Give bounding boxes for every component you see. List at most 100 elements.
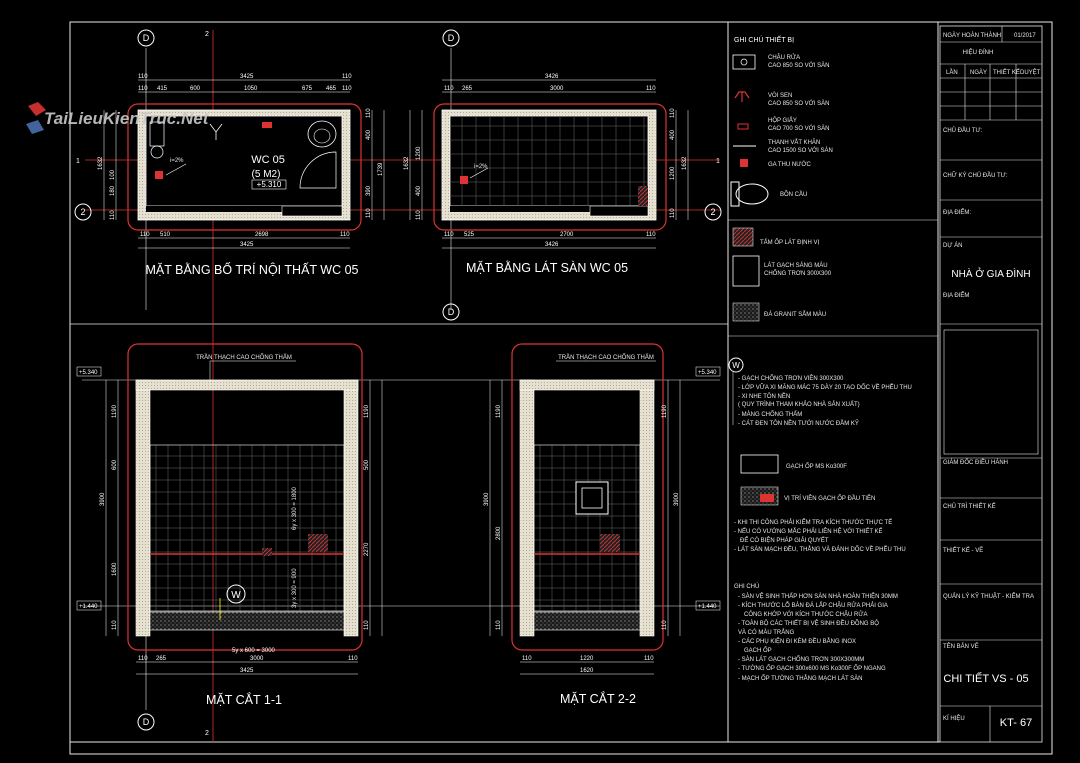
svg-text:1190: 1190 <box>112 404 118 418</box>
level-markers: +5.340 +1.440 <box>695 366 721 611</box>
svg-text:CHỮ KÝ CHỦ ĐẦU TƯ:: CHỮ KÝ CHỦ ĐẦU TƯ: <box>943 172 1008 179</box>
granite-icon <box>732 302 760 322</box>
axis-label-2-bottom: 2 <box>205 730 209 737</box>
shower-symbol <box>209 123 223 140</box>
svg-text:265: 265 <box>156 656 167 662</box>
bottom-dimensions: 110 265 3000 110 5y x 600 = 3000 3425 <box>136 648 358 675</box>
section-2-2: TRẦN THẠCH CAO CHỐNG THẤM +5.340 +1.440 … <box>484 343 721 706</box>
svg-text:3900: 3900 <box>674 492 680 506</box>
legend-wall-tile: GẠCH ỐP MS Ko300F <box>740 454 847 474</box>
svg-text:100: 100 <box>110 169 116 180</box>
svg-text:D: D <box>448 33 455 43</box>
svg-text:CHẬU RỬA: CHẬU RỬA <box>768 54 800 61</box>
axis-label-2-top: 2 <box>205 31 209 38</box>
svg-text:1190: 1190 <box>496 404 502 418</box>
svg-text:415: 415 <box>157 86 168 92</box>
svg-text:2700: 2700 <box>560 232 574 238</box>
axis-bubble-d-2: D <box>442 29 460 47</box>
right-dimensions: 1190 3900 110 <box>662 380 681 636</box>
svg-text:GIÁM ĐỐC ĐIỀU HÀNH: GIÁM ĐỐC ĐIỀU HÀNH <box>943 459 1008 466</box>
left-dimensions: 1632 1200 400 110 <box>404 110 423 220</box>
svg-text:1632: 1632 <box>98 156 104 170</box>
svg-text:600: 600 <box>190 86 201 92</box>
svg-text:- NẾU CÓ VƯỚNG MẮC PHẢI LIÊN H: - NẾU CÓ VƯỚNG MẮC PHẢI LIÊN HỆ VỚI THIẾ… <box>734 527 883 535</box>
svg-text:DUYỆT: DUYỆT <box>1020 68 1041 76</box>
top-dimensions: 110 415 600 1050 675 465 110 3425 110 11… <box>138 74 352 93</box>
svg-text:ĐÁ GRANIT SẪM MÀU: ĐÁ GRANIT SẪM MÀU <box>764 311 826 318</box>
tile-grid-icon <box>732 255 760 287</box>
svg-text:- SÀN LÁT GẠCH CHỐNG TRƠN 300X: - SÀN LÁT GẠCH CHỐNG TRƠN 300X300MM <box>738 656 864 663</box>
svg-text:+1.440: +1.440 <box>79 604 98 610</box>
svg-text:D: D <box>143 33 150 43</box>
floor-drain-symbol <box>155 171 163 179</box>
svg-text:3000: 3000 <box>550 86 564 92</box>
watermark-logo: TaiLieuKienTruc.Net <box>26 102 210 134</box>
bottom-dimensions: 110 525 2700 110 3426 <box>442 232 656 249</box>
room-name: WC 05 <box>251 154 285 166</box>
svg-text:- TƯỜNG ỐP GẠCH 300x600 MS Ko3: - TƯỜNG ỐP GẠCH 300x600 MS Ko300F ỐP NGA… <box>738 665 886 672</box>
legend-item-towel-bar: THANH VẮT KHĂN CAO 1500 SO VỚI SÀN <box>733 138 833 154</box>
project-name: NHÀ Ở GIA ĐÌNH <box>951 267 1030 280</box>
svg-text:+5.340: +5.340 <box>698 370 717 376</box>
section-1-1: 6y x 300 = 1800 3y x 300 = 900 W TRẦN TH… <box>76 343 383 707</box>
svg-text:ĐỂ CÓ BIỆN PHÁP GIẢI QUYẾT: ĐỂ CÓ BIỆN PHÁP GIẢI QUYẾT <box>740 536 829 544</box>
svg-text:110: 110 <box>110 210 116 220</box>
svg-text:THANH VẮT KHĂN: THANH VẮT KHĂN <box>768 138 820 146</box>
floor-drain-icon <box>740 159 748 167</box>
room-area: (5 M2) <box>252 169 281 180</box>
svg-text:CHỐNG TRƠN 300X300: CHỐNG TRƠN 300X300 <box>764 270 832 277</box>
svg-text:KÍ HIỆU: KÍ HIỆU <box>943 714 965 722</box>
sheet-number: KT- 67 <box>1000 717 1032 729</box>
washbasin-symbol <box>307 120 337 148</box>
svg-text:- MÀNG CHỐNG THẤM: - MÀNG CHỐNG THẤM <box>738 411 802 418</box>
svg-text:110: 110 <box>444 232 454 238</box>
svg-text:110: 110 <box>644 656 654 662</box>
svg-text:110: 110 <box>138 656 148 662</box>
svg-text:CHỦ ĐẦU TƯ:: CHỦ ĐẦU TƯ: <box>943 127 983 134</box>
svg-text:HIỆU ĐÍNH: HIỆU ĐÍNH <box>963 48 994 56</box>
svg-text:110: 110 <box>670 208 676 218</box>
left-dimensions: 1632 180 100 110 <box>98 110 117 220</box>
svg-text:- LÁT SÀN MẠCH ĐỀU, THẲNG VÀ Đ: - LÁT SÀN MẠCH ĐỀU, THẲNG VÀ ĐÁNH DỐC VỀ… <box>734 546 906 553</box>
svg-text:LÁT GẠCH SÁNG MÀU: LÁT GẠCH SÁNG MÀU <box>764 262 828 269</box>
legend-material-granite: ĐÁ GRANIT SẪM MÀU <box>732 302 826 322</box>
legend-item-washbasin: CHẬU RỬA CAO 850 SO VỚI SÀN <box>732 54 830 70</box>
svg-text:500: 500 <box>364 459 370 470</box>
wall-tiles <box>149 444 345 612</box>
legend-item-paper-holder: HỘP GIẤY CAO 700 SO VỚI SÀN <box>737 117 830 132</box>
svg-text:VÀ CÓ MÀU TRẮNG: VÀ CÓ MÀU TRẮNG <box>738 628 795 636</box>
floor-level: +5.310 <box>257 180 282 189</box>
svg-text:6y x 300 = 1800: 6y x 300 = 1800 <box>292 486 298 530</box>
shower-icon <box>734 91 750 102</box>
svg-text:- KÍCH THƯỚC LỖ BÀN ĐÁ LẮP CHẬ: - KÍCH THƯỚC LỖ BÀN ĐÁ LẮP CHẬU RỬA PHẢI… <box>738 601 888 609</box>
svg-text:510: 510 <box>160 232 171 238</box>
svg-text:1190: 1190 <box>364 404 370 418</box>
svg-text:675: 675 <box>302 86 313 92</box>
svg-text:3y x 300 = 900: 3y x 300 = 900 <box>292 568 298 608</box>
tile-grid <box>450 116 648 206</box>
wall-right <box>343 379 359 637</box>
svg-text:- LỚP VỮA XI MĂNG MÁC 75 DÀY 2: - LỚP VỮA XI MĂNG MÁC 75 DÀY 20 TẠO DỐC … <box>738 384 912 391</box>
svg-text:i=2%: i=2% <box>474 164 488 170</box>
top-dimensions: 110 265 3000 110 3426 <box>442 74 656 93</box>
svg-text:THIẾT KẾ - VẼ: THIẾT KẾ - VẼ <box>943 547 983 554</box>
cloud-outline <box>127 103 362 231</box>
svg-text:GHI CHÚ: GHI CHÚ <box>734 583 759 590</box>
general-notes: GHI CHÚ - SÀN VỆ SINH THẤP HƠN SÀN NHÀ H… <box>734 583 898 682</box>
svg-text:1632: 1632 <box>404 156 410 170</box>
plan-interior-layout: i=2% WC 05 (5 M2) +5.310 110 415 600 105… <box>98 74 385 277</box>
svg-text:THIẾT KẾ: THIẾT KẾ <box>993 69 1020 76</box>
svg-text:3900: 3900 <box>484 492 490 506</box>
svg-text:CAO 850 SO VỚI SÀN: CAO 850 SO VỚI SÀN <box>768 100 830 107</box>
svg-text:W: W <box>231 590 241 601</box>
svg-text:110: 110 <box>342 86 352 92</box>
svg-text:2698: 2698 <box>255 232 269 238</box>
w-notes: W - GẠCH CHỐNG TRƠN VIÊN 300X300 - LỚP V… <box>728 357 912 427</box>
wall-tile-icon <box>740 454 779 474</box>
bottom-dimensions: 110 510 2698 110 3425 <box>138 232 350 249</box>
svg-text:525: 525 <box>464 232 475 238</box>
svg-text:- GẠCH CHỐNG TRƠN VIÊN 300X300: - GẠCH CHỐNG TRƠN VIÊN 300X300 <box>738 374 844 382</box>
room-floor <box>145 115 343 207</box>
svg-text:2800: 2800 <box>496 526 502 540</box>
svg-text:110: 110 <box>340 232 350 238</box>
